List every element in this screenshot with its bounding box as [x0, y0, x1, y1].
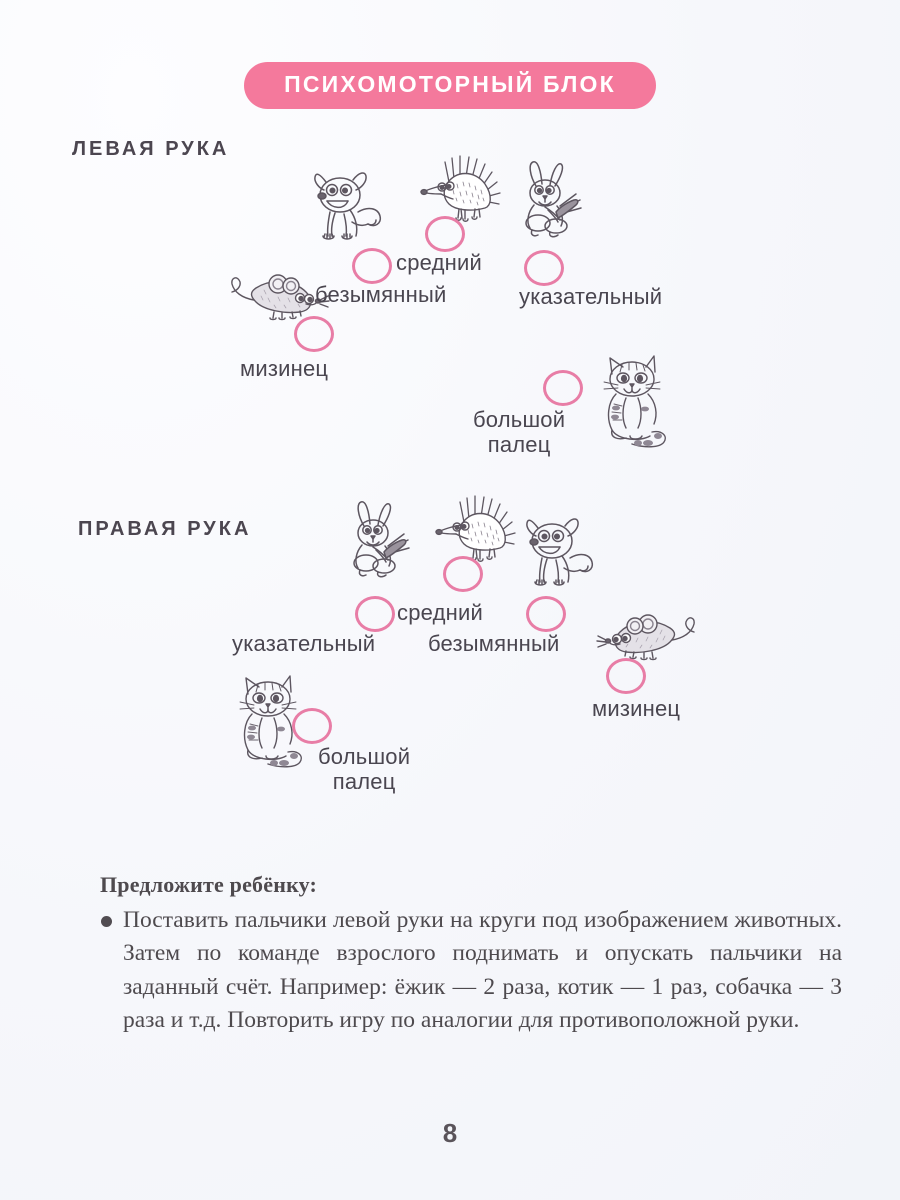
instructions-bullet-row: Поставить пальчики левой руки на круги п… — [100, 904, 842, 1037]
label-right-sredniy: средний — [397, 600, 483, 625]
label-left-sredniy: средний — [396, 250, 482, 275]
right-hand-heading: ПРАВАЯ РУКА — [78, 518, 252, 540]
label-right-ukazatelnyy: указательный — [232, 631, 376, 656]
instructions-title: Предложите ребёнку: — [100, 872, 318, 897]
mouse-sketch-right — [594, 608, 698, 661]
circle-right-bolshoy[interactable] — [292, 708, 332, 744]
circle-left-bezymyannyy[interactable] — [352, 248, 392, 284]
label-left-bezymyannyy: безымянный — [315, 282, 447, 307]
section-title-badge: ПСИХОМОТОРНЫЙ БЛОК — [244, 62, 656, 109]
circle-right-mizinec[interactable] — [606, 658, 646, 694]
dog-sketch-left — [306, 168, 396, 248]
bullet-icon — [101, 916, 112, 927]
circle-left-ukazatelnyy[interactable] — [524, 250, 564, 286]
bunny-sketch-left — [512, 160, 588, 244]
circle-right-bezymyannyy[interactable] — [526, 596, 566, 632]
bunny-sketch-right — [340, 500, 416, 584]
left-hand-heading: ЛЕВАЯ РУКА — [72, 138, 230, 160]
circle-right-ukazatelnyy[interactable] — [355, 596, 395, 632]
hedgehog-sketch-left — [415, 155, 503, 228]
page-number: 8 — [442, 1118, 458, 1148]
circle-left-mizinec[interactable] — [294, 316, 334, 352]
dog-sketch-right — [518, 514, 608, 594]
hedgehog-sketch-right — [430, 495, 518, 568]
label-left-ukazatelnyy: указательный — [519, 284, 663, 309]
circle-right-sredniy[interactable] — [443, 556, 483, 592]
instructions-text: Поставить пальчики левой руки на круги п… — [123, 907, 842, 1034]
header-badge-container: ПСИХОМОТОРНЫЙ БЛОК — [0, 62, 900, 109]
instructions-block: Предложите ребёнку: Поставить пальчики л… — [100, 872, 842, 1037]
cat-sketch-left — [596, 352, 676, 452]
label-left-mizinec: мизинец — [240, 356, 329, 381]
circle-left-bolshoy[interactable] — [543, 370, 583, 406]
circle-left-sredniy[interactable] — [425, 216, 465, 252]
cat-sketch-right — [232, 672, 312, 772]
label-right-mizinec: мизинец — [592, 696, 681, 721]
label-right-bezymyannyy: безымянный — [428, 631, 560, 656]
mouse-sketch-left — [228, 268, 332, 321]
